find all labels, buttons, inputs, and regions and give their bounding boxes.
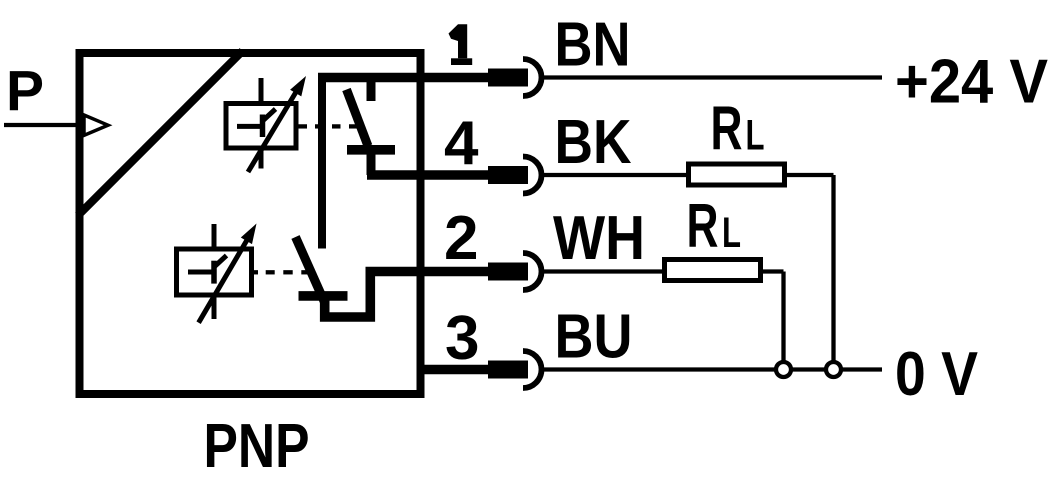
svg-text:BU: BU bbox=[555, 303, 633, 372]
svg-text:BN: BN bbox=[555, 11, 631, 80]
svg-text:PNP: PNP bbox=[204, 412, 310, 481]
svg-text:+24 V: +24 V bbox=[895, 48, 1048, 117]
svg-text:3: 3 bbox=[445, 304, 479, 373]
svg-text:R: R bbox=[687, 192, 719, 261]
svg-text:P: P bbox=[6, 59, 44, 123]
svg-text:L: L bbox=[746, 112, 765, 160]
svg-text:R: R bbox=[711, 95, 743, 164]
svg-text:WH: WH bbox=[553, 204, 645, 273]
svg-text:0 V: 0 V bbox=[895, 340, 978, 409]
svg-text:4: 4 bbox=[444, 109, 479, 178]
svg-text:BK: BK bbox=[555, 108, 632, 177]
svg-text:2: 2 bbox=[444, 204, 478, 273]
svg-text:L: L bbox=[722, 209, 741, 257]
